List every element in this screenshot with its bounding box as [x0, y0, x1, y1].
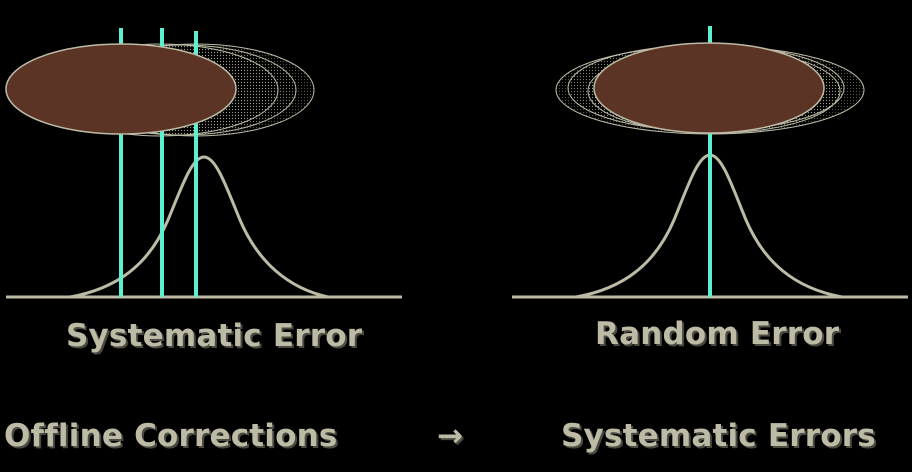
systematic-error-panel	[5, 28, 402, 299]
random-error-caption: Random Error	[595, 316, 840, 352]
right-arrow-icon: →	[437, 418, 464, 454]
systematic-error-caption: Systematic Error	[66, 318, 363, 354]
left-bell-curve	[69, 155, 329, 299]
random-error-panel	[512, 26, 908, 299]
systematic-errors-label: Systematic Errors	[561, 418, 876, 454]
right-solid-ellipse	[593, 42, 825, 134]
offline-corrections-label: Offline Corrections	[4, 418, 338, 454]
left-solid-ellipse	[5, 43, 237, 135]
